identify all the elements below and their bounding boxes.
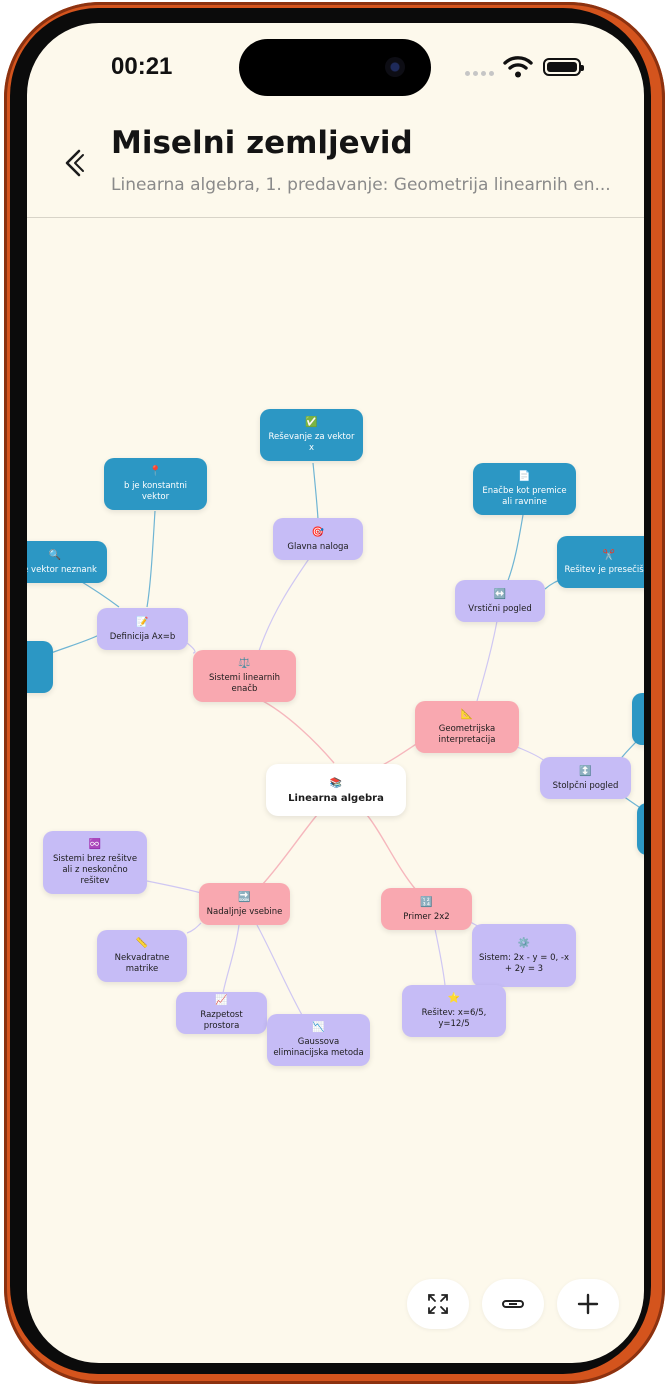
node-label: Sistemi linearnih enačb [208, 673, 281, 694]
numbers-icon: 🔢 [420, 896, 433, 908]
node-label: Nadaljnje vsebine [206, 906, 283, 917]
mindmap-node-enacbe[interactable]: 📄 Enačbe kot premice ali ravnine [473, 463, 576, 515]
mindmap-node-resevanje[interactable]: ✅ Reševanje za vektor x [260, 409, 363, 461]
node-label: Geometrijska interpretacija [438, 724, 496, 745]
back-chevron-icon[interactable] [57, 145, 93, 181]
mindmap-node-stolpcni[interactable]: ↕️ Stolpčni pogled [540, 757, 631, 799]
node-label: Linearna algebra [288, 792, 384, 804]
add-node-button[interactable] [557, 1279, 619, 1329]
mindmap-node-razpetost[interactable]: 📈 Razpetost prostora [176, 992, 267, 1034]
link-geom-vrsticni [476, 620, 498, 702]
document-icon: 📄 [518, 471, 531, 482]
link-primer-resitev [434, 928, 446, 986]
mindmap-node-left-offscreen[interactable] [27, 641, 53, 693]
mindmap-links [50, 462, 640, 1016]
memo-icon: 📝 [136, 616, 149, 628]
node-label: Rešitev je presečišče [564, 564, 644, 575]
signal-icon [465, 71, 494, 76]
link-sistemi-definicija [186, 642, 196, 654]
mindmap-node-definicija[interactable]: 📝 Definicija Ax=b [97, 608, 188, 650]
node-label: Reševanje za vektor x [268, 432, 355, 453]
pin-icon: 📍 [149, 466, 162, 477]
mindmap-node-presecisce[interactable]: ✂️ Rešitev je presečišče [557, 536, 644, 588]
mindmap-node-xneznank[interactable]: 🔍 x je vektor neznank [27, 541, 107, 583]
link-button[interactable] [482, 1279, 544, 1329]
node-label: Stolpčni pogled [552, 780, 619, 791]
books-icon: 📚 [329, 777, 343, 789]
page-subtitle: Linearna algebra, 1. predavanje: Geometr… [111, 175, 611, 195]
link-glavna-resevanje [312, 462, 319, 520]
scale-icon: ⚖️ [238, 658, 251, 669]
header-divider [27, 217, 644, 218]
chart-up-icon: 📈 [215, 995, 228, 1006]
wifi-icon [503, 56, 533, 78]
left-right-arrow-icon: ↔️ [493, 588, 507, 600]
mindmap-node-sistem[interactable]: ⚙️ Sistem: 2x - y = 0, -x + 2y = 3 [472, 924, 576, 987]
node-label: Vrstični pogled [468, 603, 532, 614]
fit-screen-button[interactable] [407, 1279, 469, 1329]
node-label: Razpetost prostora [200, 1010, 243, 1031]
link-root-sistemi [258, 698, 335, 764]
mindmap-node-bkonst[interactable]: 📍 b je konstantni vektor [104, 458, 207, 510]
link-root-primer [366, 814, 418, 892]
link-nadaljnje-brez [146, 880, 202, 894]
mindmap-root-node[interactable]: 📚 Linearna algebra [266, 764, 406, 816]
mindmap-node-nadaljnje[interactable]: 🔜 Nadaljnje vsebine [199, 883, 290, 925]
mindmap-node-nekvadratne[interactable]: 📏 Nekvadratne matrike [97, 930, 187, 982]
node-label: b je konstantni vektor [123, 481, 188, 502]
dynamic-island [239, 39, 431, 96]
infinity-icon: ♾️ [88, 839, 102, 850]
node-label: x je vektor neznank [27, 564, 97, 575]
link-definicija-left [50, 634, 100, 654]
node-label: Definicija Ax=b [109, 631, 176, 642]
star-icon: ⭐ [447, 993, 461, 1004]
mindmap-node-right-upper[interactable] [632, 693, 644, 745]
node-label: Glavna naloga [287, 541, 349, 552]
status-time: 00:21 [111, 53, 173, 80]
mindmap-node-vrsticni[interactable]: ↔️ Vrstični pogled [455, 580, 545, 622]
gear-icon: ⚙️ [517, 937, 531, 949]
mindmap-node-sistemi[interactable]: ⚖️ Sistemi linearnih enačb [193, 650, 296, 702]
chart-down-icon: 📉 [312, 1022, 325, 1033]
node-label: Sistem: 2x - y = 0, -x + 2y = 3 [479, 952, 569, 974]
soon-arrow-icon: 🔜 [238, 891, 251, 903]
node-label: Gaussova eliminacijska metoda [273, 1037, 364, 1058]
node-label: Nekvadratne matrike [114, 953, 170, 974]
mindmap-canvas[interactable]: 📚 Linearna algebra ⚖️ Sistemi linearnih … [27, 23, 644, 1363]
page-title: Miselni zemljevid [111, 125, 413, 161]
mindmap-node-gauss[interactable]: 📉 Gaussova eliminacijska metoda [267, 1014, 370, 1066]
mindmap-node-primer[interactable]: 🔢 Primer 2x2 [381, 888, 472, 930]
link-nadaljnje-nekvad [186, 922, 202, 934]
scissors-icon: ✂️ [602, 549, 616, 561]
magnifier-icon: 🔍 [48, 549, 62, 561]
mindmap-node-resitev[interactable]: ⭐ Rešitev: x=6/5, y=12/5 [402, 985, 506, 1037]
mindmap-node-right-lower[interactable] [637, 803, 644, 855]
camera-icon [385, 57, 405, 77]
mindmap-node-geom[interactable]: 📐 Geometrijska interpretacija [415, 701, 519, 753]
check-icon: ✅ [305, 417, 318, 428]
mindmap-node-brezresitve[interactable]: ♾️ Sistemi brez rešitve ali z neskončno … [43, 831, 147, 894]
link-definicija-xneznank [76, 578, 120, 608]
node-label: Rešitev: x=6/5, y=12/5 [421, 1008, 487, 1029]
link-definicija-bkonst [146, 510, 156, 608]
target-icon: 🎯 [311, 526, 325, 538]
link-icon [502, 1300, 524, 1308]
node-label: Enačbe kot premice ali ravnine [482, 486, 567, 507]
screen: 📚 Linearna algebra ⚖️ Sistemi linearnih … [27, 23, 644, 1363]
add-icon [577, 1293, 599, 1315]
link-nadaljnje-razp [222, 924, 240, 994]
mindmap-node-glavna[interactable]: 🎯 Glavna naloga [273, 518, 363, 560]
battery-icon [543, 58, 584, 76]
link-root-nadaljnje [261, 814, 318, 886]
link-sistemi-glavna [258, 552, 314, 652]
link-vrsticni-enacbe [506, 514, 524, 584]
ruler-icon: 📏 [135, 938, 149, 949]
up-down-arrow-icon: ↕️ [579, 765, 592, 777]
fit-screen-icon [428, 1294, 448, 1314]
link-nadaljnje-gauss [256, 924, 303, 1016]
node-label: Primer 2x2 [403, 911, 450, 922]
triangle-ruler-icon: 📐 [460, 709, 474, 720]
node-label: Sistemi brez rešitve ali z neskončno reš… [52, 854, 138, 886]
